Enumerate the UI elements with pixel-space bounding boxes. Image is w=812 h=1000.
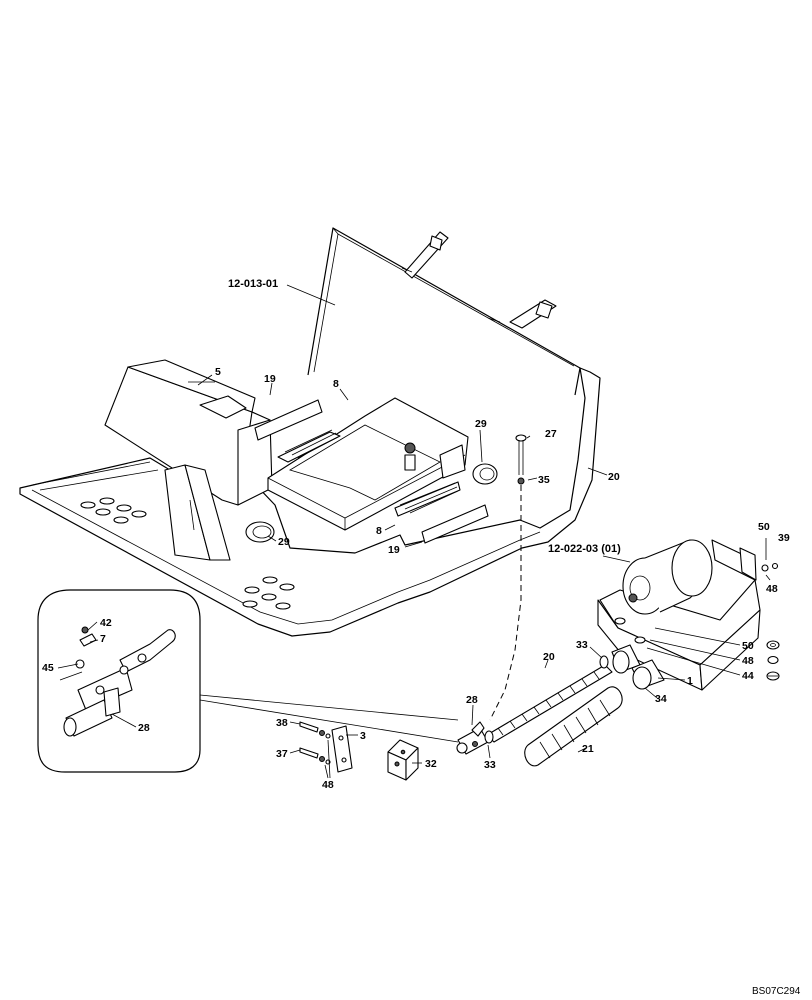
callout-19-bottom: 19 [388,544,400,556]
floor-holes [80,497,295,610]
callout-37: 37 [276,748,288,760]
callout-28-main: 28 [466,694,478,706]
callout-42: 42 [100,617,112,629]
callout-29-left: 29 [278,536,290,548]
duct-rings [245,463,498,543]
callout-assy-main: 12-013-01 [228,278,278,290]
hose-21 [524,686,623,767]
callout-48-top: 48 [766,583,778,595]
filter-strips [254,399,489,544]
console-box [104,359,273,561]
callout-labels: 12-013-01 12-022-03 (01) 5 19 19 8 8 29 … [42,278,790,791]
callout-8-bottom: 8 [376,525,382,537]
callout-5: 5 [215,366,221,378]
bracket-3 [299,721,353,773]
callout-3: 3 [360,730,366,742]
leader-lines [57,284,771,779]
valve-28 [456,721,494,755]
ring-33 [599,655,609,669]
block-32 [387,739,419,781]
duct-34 [611,644,665,690]
callout-48-bottom: 48 [322,779,334,791]
callout-38: 38 [276,717,288,729]
callout-1: 1 [687,675,693,687]
callout-32: 32 [425,758,437,770]
drawing-code: BS07C294 [752,986,801,997]
rear-wall-panel [307,227,581,396]
callout-44: 44 [742,670,754,682]
callout-20-frame: 20 [608,471,620,483]
heater-unit [597,539,779,691]
floor-frame [19,367,601,637]
callout-39: 39 [778,532,790,544]
callout-7: 7 [100,633,106,645]
callout-20-hose: 20 [543,651,555,663]
washers-right [766,640,780,681]
callout-29-right: 29 [475,418,487,430]
assembly-line [489,485,522,721]
callout-33-top: 33 [576,639,588,651]
bolt-27 [515,434,527,485]
callout-34: 34 [655,693,667,705]
callout-35: 35 [538,474,550,486]
callout-33-bottom: 33 [484,759,496,771]
detail-view [37,589,459,773]
callout-27: 27 [545,428,557,440]
callout-48-mid: 48 [742,655,754,667]
callout-8-top: 8 [333,378,339,390]
callout-50-top: 50 [758,521,770,533]
callout-28-detail: 28 [138,722,150,734]
callout-45: 45 [42,662,54,674]
callout-19-top: 19 [264,373,276,385]
callout-21: 21 [582,743,594,755]
heater-box [267,397,469,531]
callout-assy-heater: 12-022-03 (01) [548,543,621,555]
callout-50-mid: 50 [742,640,754,652]
